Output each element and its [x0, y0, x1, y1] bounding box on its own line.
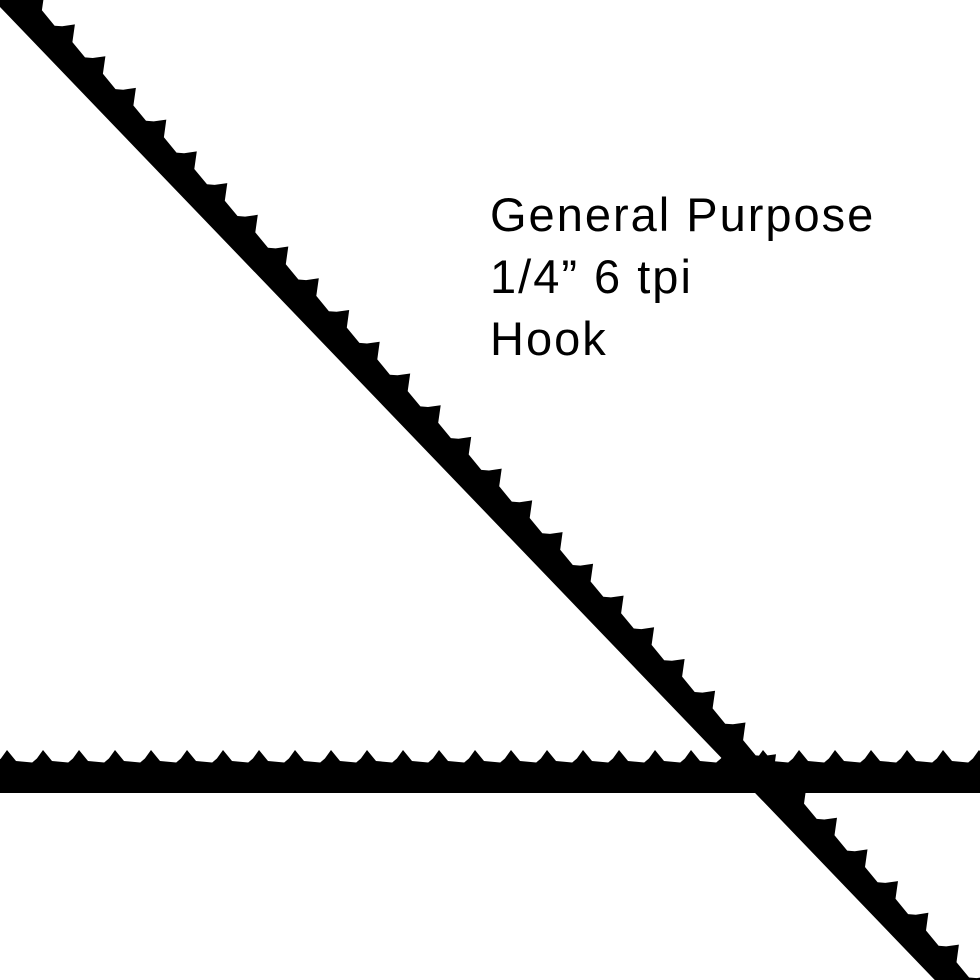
blade-caption: General Purpose 1/4” 6 tpi Hook	[490, 184, 970, 370]
caption-title: General Purpose	[490, 188, 876, 241]
caption-tooth-type: Hook	[490, 312, 608, 365]
blade-horizontal-shape	[0, 750, 980, 793]
horizontal-blade	[0, 750, 980, 793]
caption-spec: 1/4” 6 tpi	[490, 250, 693, 303]
